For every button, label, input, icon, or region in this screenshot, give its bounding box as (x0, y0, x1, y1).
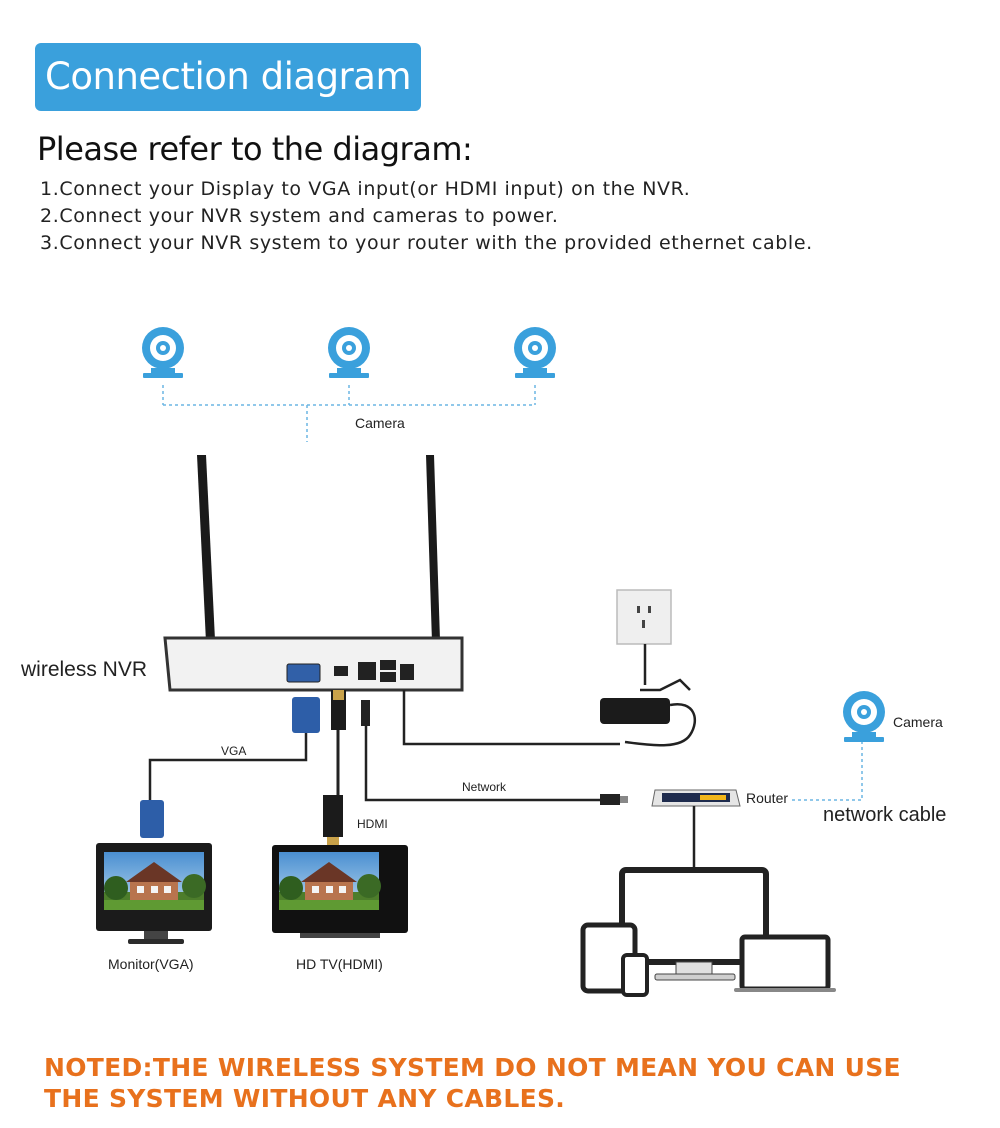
network-cable-label: network cable (823, 804, 946, 826)
camera-label: Camera (355, 415, 405, 431)
camera-icon (142, 327, 184, 378)
power-cable (402, 690, 620, 746)
step-3: 3.Connect your NVR system to your router… (40, 232, 813, 254)
step-1: 1.Connect your Display to VGA input(or H… (40, 178, 691, 200)
router-wireless-link (792, 740, 863, 801)
vga-cable (140, 697, 320, 838)
monitor-label: Monitor(VGA) (108, 956, 194, 972)
page-title: Connection diagram (45, 55, 411, 98)
remote-camera-label: Camera (893, 714, 943, 730)
nvr-label: wireless NVR (20, 658, 147, 681)
nvr-device (163, 455, 464, 692)
power-outlet (616, 589, 672, 645)
tv-device (272, 845, 408, 938)
camera-wireless-links (162, 385, 536, 442)
tv-label: HD TV(HDMI) (296, 956, 383, 972)
network-cable (361, 700, 628, 805)
camera-icon (328, 327, 370, 378)
vga-label: VGA (221, 744, 246, 758)
client-devices (580, 867, 836, 997)
router-label: Router (746, 790, 788, 806)
hdmi-cable (323, 690, 346, 849)
step-2: 2.Connect your NVR system and cameras to… (40, 205, 559, 227)
power-adapter (600, 644, 697, 747)
network-label: Network (462, 780, 507, 794)
camera-icon (514, 327, 556, 378)
hdmi-label: HDMI (357, 817, 388, 831)
camera-icon (843, 691, 885, 742)
subtitle: Please refer to the diagram: (37, 130, 473, 168)
monitor-device (96, 843, 212, 944)
header-banner: Connection diagram (35, 43, 421, 111)
warning-note: NOTED:THE WIRELESS SYSTEM DO NOT MEAN YO… (44, 1053, 901, 1113)
router-device (651, 789, 741, 807)
